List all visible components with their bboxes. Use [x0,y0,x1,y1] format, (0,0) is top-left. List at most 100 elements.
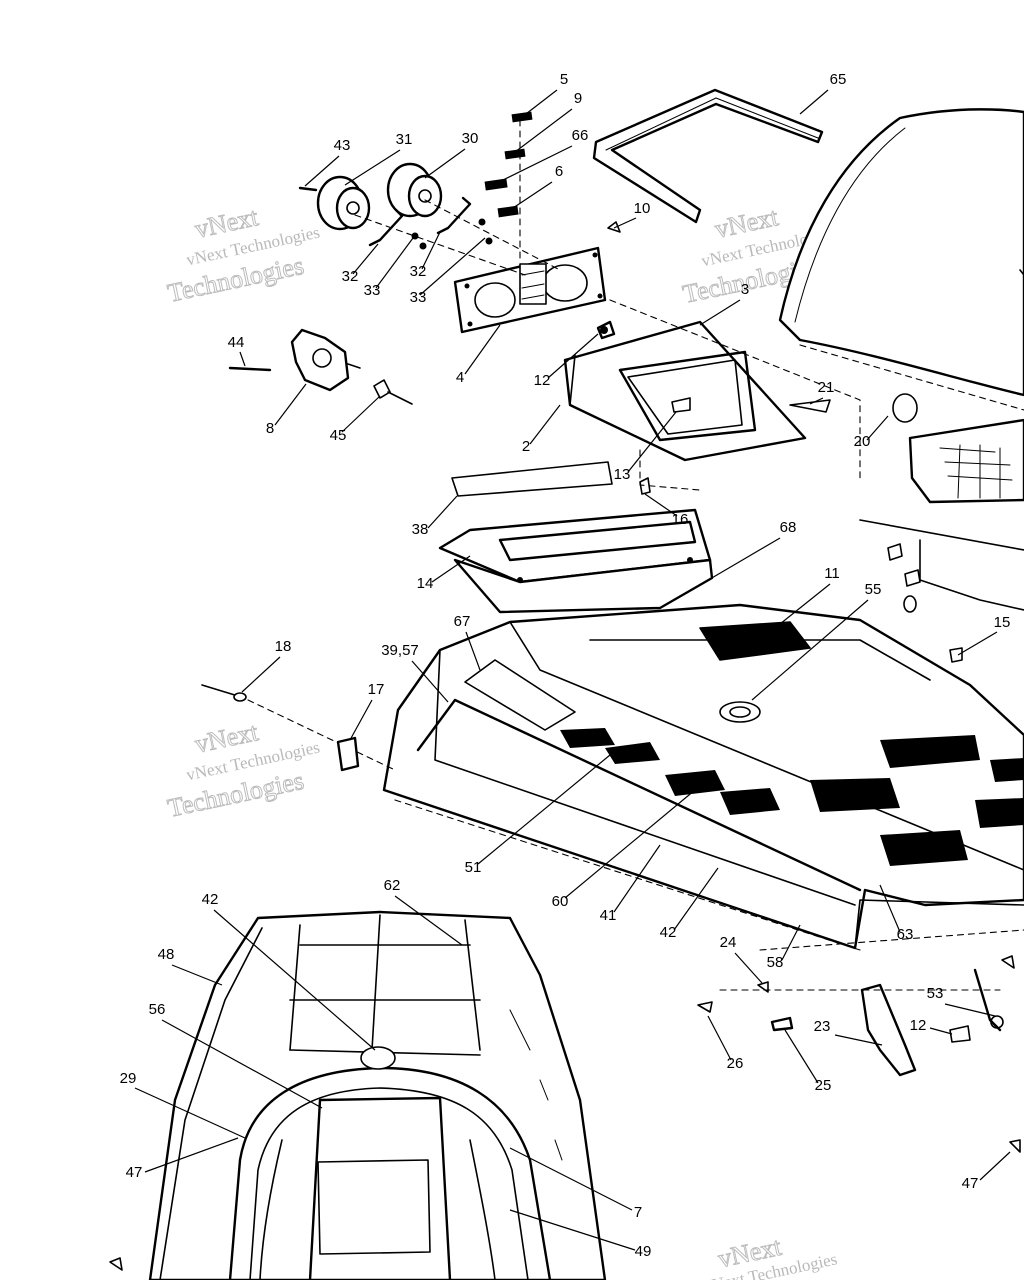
callout-leader [521,89,558,118]
callout-leader [352,243,379,275]
ignition-switch [228,328,413,405]
callout-label: 9 [574,90,582,107]
callout-label: 47 [962,1175,979,1192]
callout-label: 49 [635,1243,652,1260]
callout-label: 29 [120,1070,137,1087]
callout-label: 41 [600,907,617,924]
callout-leader [547,333,599,379]
callout-label: 63 [897,926,914,943]
callout-label: 42 [660,924,677,941]
callout-leader [274,383,307,426]
lower-cowl [148,910,607,1280]
callout-leader [957,631,998,656]
indicator-lights [484,111,533,218]
screw-21 [789,399,831,413]
assembly-lines-top [354,119,561,276]
callout-label: 17 [368,681,385,698]
callout-leader [613,844,661,913]
callout-leader [144,1137,239,1173]
callout-leader [465,631,481,671]
callout-label: 42 [202,891,219,908]
callout-leader [879,884,901,933]
callout-leader [304,155,340,187]
wiring-harness [859,519,1024,613]
callout-leader [171,964,223,986]
callout-leader [834,1034,883,1046]
callout-label: 48 [158,946,175,963]
callout-leader [751,599,869,701]
callout-label: 65 [830,71,847,88]
callout-label: 5 [560,71,568,88]
callout-label: 45 [330,427,347,444]
callout-leader [411,660,449,703]
callout-label: 2 [522,438,530,455]
callout-leader [394,895,463,946]
callout-leader [809,397,824,405]
callout-label: 25 [815,1077,832,1094]
headlight [892,393,1024,504]
callout-leader [866,415,889,441]
callout-label: 44 [228,334,245,351]
callout-label: 33 [364,282,381,299]
callout-leader [944,1003,996,1017]
callout-label: 30 [462,130,479,147]
callout-label: 67 [454,613,471,630]
callout-leader [529,404,561,445]
callout-label: 6 [555,163,563,180]
callout-leader [427,495,458,529]
callout-label: 66 [572,127,589,144]
callout-label: 7 [634,1204,642,1221]
callout-label: 8 [266,420,274,437]
storage-hatch [438,508,714,614]
callout-label: 20 [854,433,871,450]
callout-label: 68 [780,519,797,536]
callout-leader [514,108,573,153]
callout-label: 56 [149,1001,166,1018]
callout-label: 39,57 [381,642,419,659]
gauge-31 [316,175,371,231]
callout-label: 53 [927,985,944,1002]
callout-leader [424,148,466,179]
callout-leader [699,299,741,326]
console-housing [563,320,807,462]
callout-label: 14 [417,575,434,592]
callout-leader [464,324,501,375]
windshield [778,108,1024,411]
callout-leader [673,867,719,931]
callout-leader [213,909,376,1051]
instrument-panel [453,246,607,334]
callout-label: 11 [824,565,840,582]
callout-leader [799,89,829,115]
callout-leader [344,149,401,186]
callout-label: 47 [126,1164,143,1181]
callout-leader [349,699,373,741]
callout-leader [509,1147,633,1211]
callout-leader [707,1015,732,1061]
callout-label: 26 [727,1055,744,1072]
hardware-parts [109,221,1024,1271]
callout-label: 16 [672,511,689,528]
callout-label: 31 [396,131,413,148]
watermark-group-3: vNext vNext Technologies Technologies [165,717,322,824]
bulb-43 [298,186,318,192]
callout-label: 12 [910,1017,927,1034]
callout-leader [627,411,677,473]
callout-leader [421,231,441,270]
callout-label: 21 [818,379,835,396]
callout-leader [375,237,414,289]
callout-label: 12 [534,372,551,389]
callout-leader [496,145,573,184]
callout-label: 33 [410,289,427,306]
callout-label: 23 [814,1018,831,1035]
callout-label: 32 [342,268,359,285]
callout-leader [784,1029,819,1084]
callout-leader [134,1087,246,1139]
callout-leader [929,1027,953,1035]
callout-label: 24 [720,934,737,951]
callout-leader [161,1019,323,1109]
callout-leader [477,754,611,865]
callout-leader [644,493,678,517]
callout-leader [734,952,763,984]
